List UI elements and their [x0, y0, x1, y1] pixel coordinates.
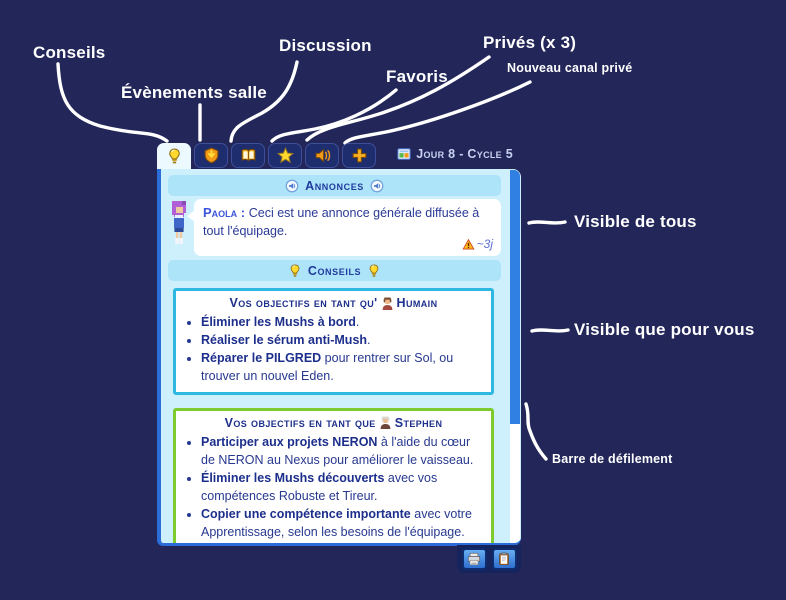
conseils-title: Conseils: [307, 263, 362, 278]
day-cycle-label: Jour 8 - Cycle 5: [416, 147, 513, 161]
tab-discussion[interactable]: [231, 143, 265, 168]
objective-item: Éliminer les Mushs découverts avec vos c…: [201, 469, 482, 505]
printer-icon: [467, 552, 481, 566]
announcement-message: Paola : Ceci est une annonce générale di…: [168, 199, 501, 256]
tab-conseils[interactable]: [157, 143, 191, 170]
objectives-character-box: Vos objectifs en tant que Stephen Partic…: [173, 407, 494, 546]
annotation-barre-de-defilement: Barre de défilement: [552, 452, 673, 466]
annotation-discussion: Discussion: [279, 36, 372, 55]
announce-icon: [285, 179, 299, 193]
paola-avatar: [168, 199, 190, 245]
day-cycle-indicator: Jour 8 - Cycle 5: [397, 147, 513, 161]
channel-tab-bar: [157, 143, 376, 170]
shield-arrow-icon: [203, 147, 220, 164]
expiry-label: ~3j: [476, 237, 493, 252]
book-icon: [240, 147, 257, 164]
pointer-line-favoris: [270, 88, 398, 143]
plus-icon: [351, 147, 368, 164]
expiry-indicator: ~3j: [462, 236, 493, 253]
annonces-header: Annonces: [168, 175, 501, 196]
objectives-character-title-subject: Stephen: [394, 415, 443, 430]
objectives-human-box: Vos objectifs en tant qu' Humain Élimine…: [173, 288, 494, 395]
lightbulb-icon: [166, 148, 183, 165]
objectives-human-title-prefix: Vos objectifs en tant qu': [229, 296, 378, 310]
objectives-human-title: Vos objectifs en tant qu' Humain: [185, 296, 482, 310]
chat-panel: Jour 8 - Cycle 5 Annonces Paola : Ceci e…: [157, 143, 521, 573]
tab-favoris[interactable]: [268, 143, 302, 168]
announcement-text: Ceci est une annonce générale diffusée à…: [203, 206, 480, 238]
announcement-bubble: Paola : Ceci est une annonce générale di…: [187, 199, 501, 256]
pointer-line-nouveau-canal: [343, 80, 532, 145]
objective-item: Participer aux projets NERON à l'aide du…: [201, 433, 482, 469]
objectives-human-title-subject: Humain: [396, 296, 438, 310]
annotation-prives: Privés (x 3): [483, 33, 577, 52]
speaker-icon: [314, 147, 331, 164]
objective-item: Réparer le PILGRED pour rentrer sur Sol,…: [201, 349, 482, 385]
tab-prives[interactable]: [305, 143, 339, 168]
annotation-visible-que-pour-vous: Visible que pour vous: [574, 320, 755, 339]
conseils-header: Conseils: [168, 260, 501, 281]
community-tutorial-link[interactable]: Plus d'informations dans le tutoriel com…: [185, 544, 482, 546]
star-icon: [277, 147, 294, 164]
calendar-icon: [397, 147, 411, 161]
copy-button[interactable]: [491, 548, 517, 570]
clipboard-icon: [497, 552, 511, 566]
objective-item: Réaliser le sérum anti-Mush.: [201, 331, 482, 349]
lightbulb-icon: [288, 264, 302, 278]
human-bust-icon: [381, 297, 394, 310]
objectives-character-title: Vos objectifs en tant que Stephen: [185, 416, 482, 430]
tab-nouveau-canal-prive[interactable]: [342, 143, 376, 168]
objectives-character-list: Participer aux projets NERON à l'aide du…: [185, 433, 482, 542]
pointer-line-barre: [524, 402, 548, 461]
channel-body: Annonces Paola : Ceci est une annonce gé…: [157, 169, 521, 546]
lightbulb-icon: [367, 264, 381, 278]
announce-icon: [370, 179, 384, 193]
stephen-bust-icon: [379, 416, 392, 429]
annotation-favoris: Favoris: [386, 67, 448, 86]
pointer-line-visible-vous: [530, 328, 570, 333]
scrollbar-thumb[interactable]: [510, 170, 520, 424]
scrollbar[interactable]: [510, 170, 520, 543]
objectives-human-list: Éliminer les Mushs à bord. Réaliser le s…: [185, 313, 482, 386]
panel-footer: [457, 545, 521, 573]
annotation-nouveau-canal-prive: Nouveau canal privé: [507, 61, 633, 75]
objective-item: Copier une compétence importante avec vo…: [201, 505, 482, 541]
objectives-character-title-prefix: Vos objectifs en tant que: [224, 415, 376, 430]
annotation-evenements-salle: Évènements salle: [121, 83, 267, 102]
annotation-conseils: Conseils: [33, 43, 106, 62]
pointer-line-visible-tous: [527, 220, 567, 225]
warning-icon: [462, 238, 475, 251]
author-name: Paola: [203, 205, 238, 220]
annotation-visible-de-tous: Visible de tous: [574, 212, 697, 231]
tab-evenements-salle[interactable]: [194, 143, 228, 168]
author-separator: :: [237, 205, 249, 220]
annonces-title: Annonces: [305, 178, 364, 193]
objective-item: Éliminer les Mushs à bord.: [201, 313, 482, 331]
print-button[interactable]: [461, 548, 487, 570]
